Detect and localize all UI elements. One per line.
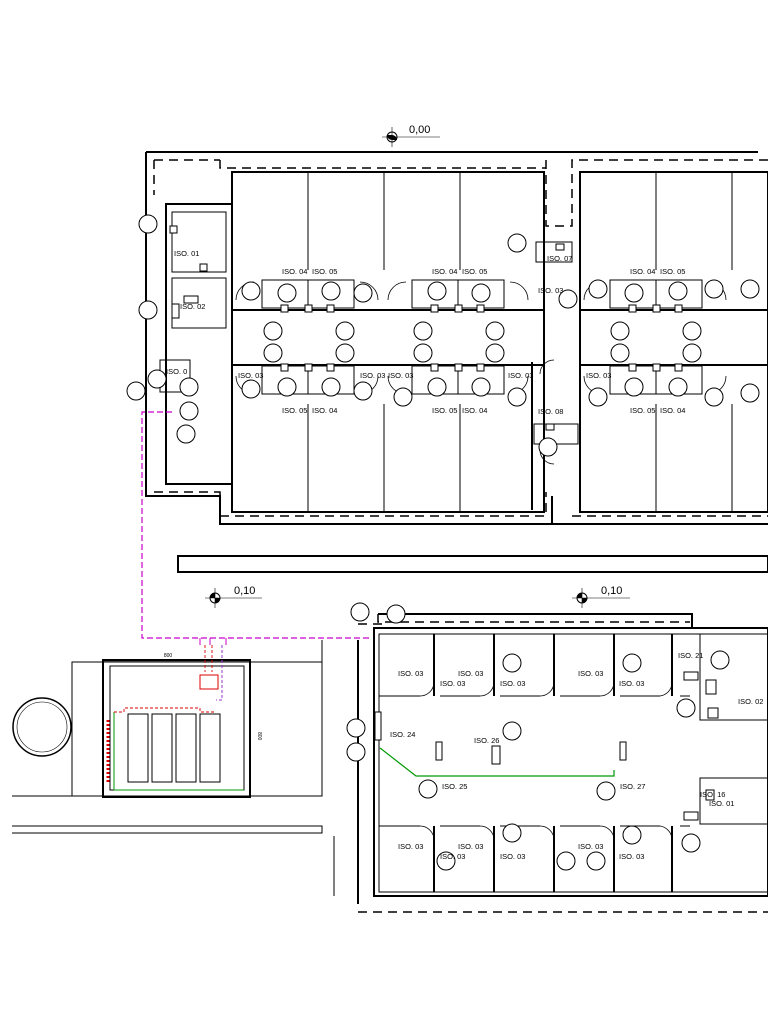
elevation-label-top: 0,00 bbox=[409, 124, 430, 136]
room-label: ISO. 05 bbox=[630, 406, 655, 415]
room-label: ISO. 05 bbox=[432, 406, 457, 415]
room-label: ISO. 27 bbox=[620, 782, 645, 791]
room-label: ISO. 03 bbox=[398, 842, 423, 851]
room-label: ISO. 01 bbox=[709, 799, 734, 808]
room-label: ISO. 02 bbox=[180, 302, 205, 311]
room-label: ISO. 03 bbox=[360, 371, 385, 380]
room-label: ISO. 02 bbox=[738, 697, 763, 706]
room-label: ISO. 03 bbox=[398, 669, 423, 678]
sanitary-fixtures-top bbox=[169, 225, 683, 431]
elevation-marker-left: 0,10 bbox=[205, 585, 262, 608]
gas-room-dimension: 800 bbox=[164, 653, 173, 659]
room-label: ISO. 05 bbox=[282, 406, 307, 415]
room-label: ISO. 05 bbox=[462, 267, 487, 276]
room-label: ISO. 21 bbox=[678, 651, 703, 660]
green-service-line bbox=[379, 747, 615, 777]
room-label: ISO. 25 bbox=[442, 782, 467, 791]
room-label: ISO. 03 bbox=[500, 852, 525, 861]
room-label: ISO. 26 bbox=[474, 736, 499, 745]
room-label: ISO. 0 bbox=[166, 367, 187, 376]
room-label: ISO. 05 bbox=[660, 267, 685, 276]
elevation-marker-top: 0,00 bbox=[382, 124, 440, 147]
room-labels-bottom: ISO. 03 ISO. 03 ISO. 03 ISO. 03 ISO. 03 … bbox=[390, 651, 763, 861]
elevation-label-left: 0,10 bbox=[234, 585, 255, 597]
room-label: ISO. 03 bbox=[440, 852, 465, 861]
elevation-marker-right: 0,10 bbox=[572, 585, 630, 608]
room-label: ISO. 03 bbox=[388, 371, 413, 380]
room-label: ISO. 05 bbox=[312, 267, 337, 276]
room-label: ISO. 07 bbox=[547, 254, 572, 263]
room-label: ISO. 08 bbox=[538, 407, 563, 416]
room-label: ISO. 03 bbox=[238, 371, 263, 380]
bottom-building-block bbox=[346, 602, 768, 913]
room-label: ISO. 24 bbox=[390, 730, 415, 739]
room-label: ISO. 04 bbox=[660, 406, 685, 415]
room-label: ISO. 04 bbox=[432, 267, 457, 276]
room-label: ISO. 03 bbox=[458, 842, 483, 851]
room-label: ISO. 03 bbox=[619, 679, 644, 688]
gas-room: 800 800 bbox=[12, 640, 335, 896]
room-label: ISO. 03 bbox=[508, 371, 533, 380]
room-label: ISO. 03 bbox=[619, 852, 644, 861]
room-labels-top: ISO. 04 ISO. 05 ISO. 04 ISO. 05 ISO. 04 … bbox=[166, 249, 685, 416]
room-label: ISO. 04 bbox=[462, 406, 487, 415]
door-swings-top bbox=[235, 281, 727, 465]
fixture-tags-top bbox=[126, 214, 760, 457]
gas-supply-line bbox=[141, 411, 370, 639]
room-label: ISO. 03 bbox=[500, 679, 525, 688]
room-label: ISO. 03 bbox=[578, 842, 603, 851]
top-building-block bbox=[126, 151, 768, 573]
room-label: ISO. 03 bbox=[538, 286, 563, 295]
room-label: ISO. 04 bbox=[312, 406, 337, 415]
water-tank-circle bbox=[12, 697, 72, 757]
fixture-tags-bottom bbox=[346, 602, 730, 871]
gas-room-side-dimension: 800 bbox=[256, 732, 262, 741]
room-label: ISO. 04 bbox=[282, 267, 307, 276]
room-label: ISO. 03 bbox=[578, 669, 603, 678]
room-label: ISO. 03 bbox=[440, 679, 465, 688]
elevation-label-right: 0,10 bbox=[601, 585, 622, 597]
room-label: ISO. 03 bbox=[586, 371, 611, 380]
room-label: ISO. 01 bbox=[174, 249, 199, 258]
room-label: ISO. 16 bbox=[700, 790, 725, 799]
room-label: ISO. 04 bbox=[630, 267, 655, 276]
room-label: ISO. 03 bbox=[458, 669, 483, 678]
